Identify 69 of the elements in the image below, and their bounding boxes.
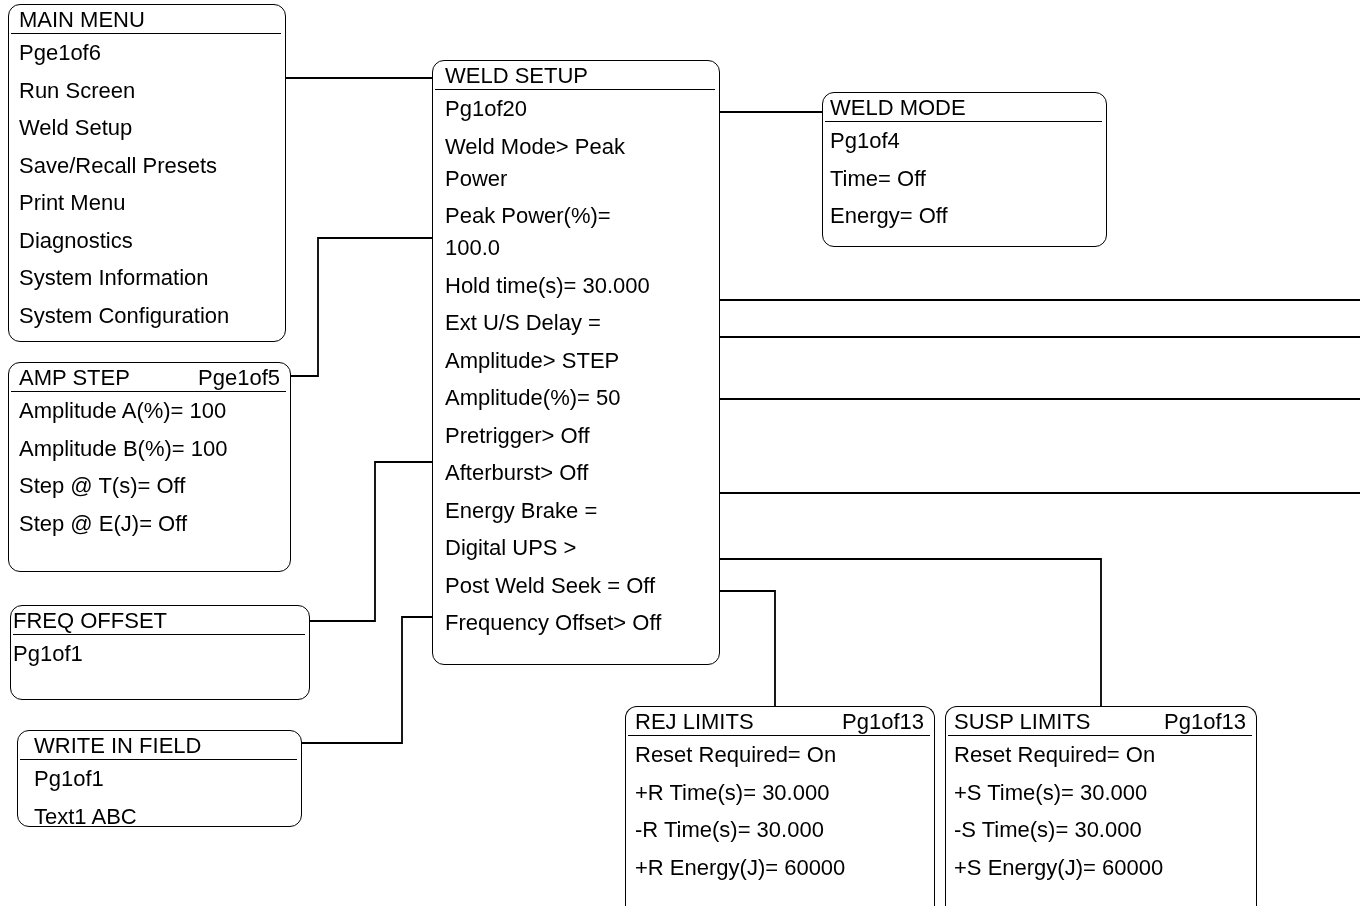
menu-item: Time= Off bbox=[830, 165, 926, 191]
menu-item: Weld Setup bbox=[19, 115, 133, 140]
menu-item: Pge1of6 bbox=[19, 40, 101, 65]
screen-box bbox=[8, 362, 291, 572]
screen-box bbox=[945, 706, 1257, 906]
page-indicator: Pge1of5 bbox=[198, 364, 280, 391]
page-indicator: Pg1of13 bbox=[842, 708, 924, 735]
screen-title: AMP STEP bbox=[19, 364, 130, 391]
menu-item: Print Menu bbox=[19, 190, 126, 215]
connector-line bbox=[719, 590, 776, 707]
menu-item: Amplitude A(%)= 100 bbox=[19, 398, 227, 423]
screen-title: SUSP LIMITS bbox=[954, 708, 1091, 735]
menu-item: Ext U/S Delay = bbox=[445, 310, 601, 335]
menu-item: +R Energy(J)= 60000 bbox=[635, 854, 846, 880]
menu-item: Hold time(s)= 30.000 bbox=[445, 272, 650, 298]
connector-line bbox=[719, 492, 1361, 494]
menu-item: +R Time(s)= 30.000 bbox=[635, 779, 830, 805]
menu-item: Amplitude B(%)= 100 bbox=[19, 435, 228, 461]
connector-line bbox=[309, 461, 433, 622]
menu-item: Save/Recall Presets bbox=[19, 152, 218, 178]
connector-line bbox=[301, 616, 433, 744]
menu-item: Pg1of1 bbox=[13, 641, 83, 666]
menu-item: Pg1of1 bbox=[34, 766, 104, 791]
menu-item: Step @ T(s)= Off bbox=[19, 473, 186, 498]
menu-item: Diagnostics bbox=[19, 227, 133, 253]
menu-item: Amplitude(%)= 50 bbox=[445, 385, 621, 410]
menu-item: -R Time(s)= 30.000 bbox=[635, 817, 824, 842]
connector-line bbox=[290, 237, 433, 377]
connector-line bbox=[719, 398, 1361, 400]
screen-box bbox=[17, 730, 302, 827]
page-indicator: Pg1of13 bbox=[1164, 708, 1246, 735]
menu-item: System Configuration bbox=[19, 302, 230, 328]
menu-item: Reset Required= On bbox=[954, 742, 1156, 767]
menu-item: Energy Brake = bbox=[445, 497, 598, 523]
screen-box bbox=[10, 605, 310, 700]
menu-item: +S Energy(J)= 60000 bbox=[954, 854, 1164, 880]
menu-item: Step @ E(J)= Off bbox=[19, 510, 188, 536]
menu-item: Post Weld Seek = Off bbox=[445, 572, 656, 598]
menu-item: Pg1of4 bbox=[830, 128, 900, 153]
screen-box bbox=[822, 92, 1107, 247]
menu-item: Peak Power(%)= 100.0 bbox=[445, 203, 611, 260]
menu-item: +S Time(s)= 30.000 bbox=[954, 779, 1148, 805]
menu-item: Amplitude> STEP bbox=[445, 347, 620, 373]
menu-item: Afterburst> Off bbox=[445, 460, 589, 485]
screen-title: REJ LIMITS bbox=[635, 708, 754, 735]
menu-item: Run Screen bbox=[19, 77, 136, 103]
menu-item: Weld Mode> Peak Power bbox=[445, 133, 625, 191]
menu-item: Pretrigger> Off bbox=[445, 422, 590, 448]
menu-item: Frequency Offset> Off bbox=[445, 610, 662, 635]
connector-line bbox=[719, 336, 1361, 338]
screen-title: WELD SETUP bbox=[445, 62, 589, 89]
menu-item: Text1 ABC bbox=[34, 803, 137, 829]
menu-item: Pg1of20 bbox=[445, 96, 527, 121]
screen-title: WRITE IN FIELD bbox=[34, 732, 202, 759]
menu-item: -S Time(s)= 30.000 bbox=[954, 817, 1142, 842]
menu-item: Digital UPS > bbox=[445, 535, 577, 560]
screen-title: WELD MODE bbox=[830, 94, 966, 121]
connector-line bbox=[719, 299, 1361, 301]
screen-title: FREQ OFFSET bbox=[13, 607, 167, 634]
screen-box bbox=[625, 706, 935, 906]
connector-line bbox=[719, 558, 1102, 707]
screen-box bbox=[432, 60, 720, 665]
connector-line bbox=[285, 77, 433, 79]
connector-line bbox=[719, 111, 823, 113]
menu-item: Energy= Off bbox=[830, 203, 948, 228]
menu-item: Reset Required= On bbox=[635, 742, 837, 767]
screen-title: MAIN MENU bbox=[19, 6, 145, 33]
screen-box bbox=[8, 4, 286, 342]
menu-item: System Information bbox=[19, 265, 209, 290]
